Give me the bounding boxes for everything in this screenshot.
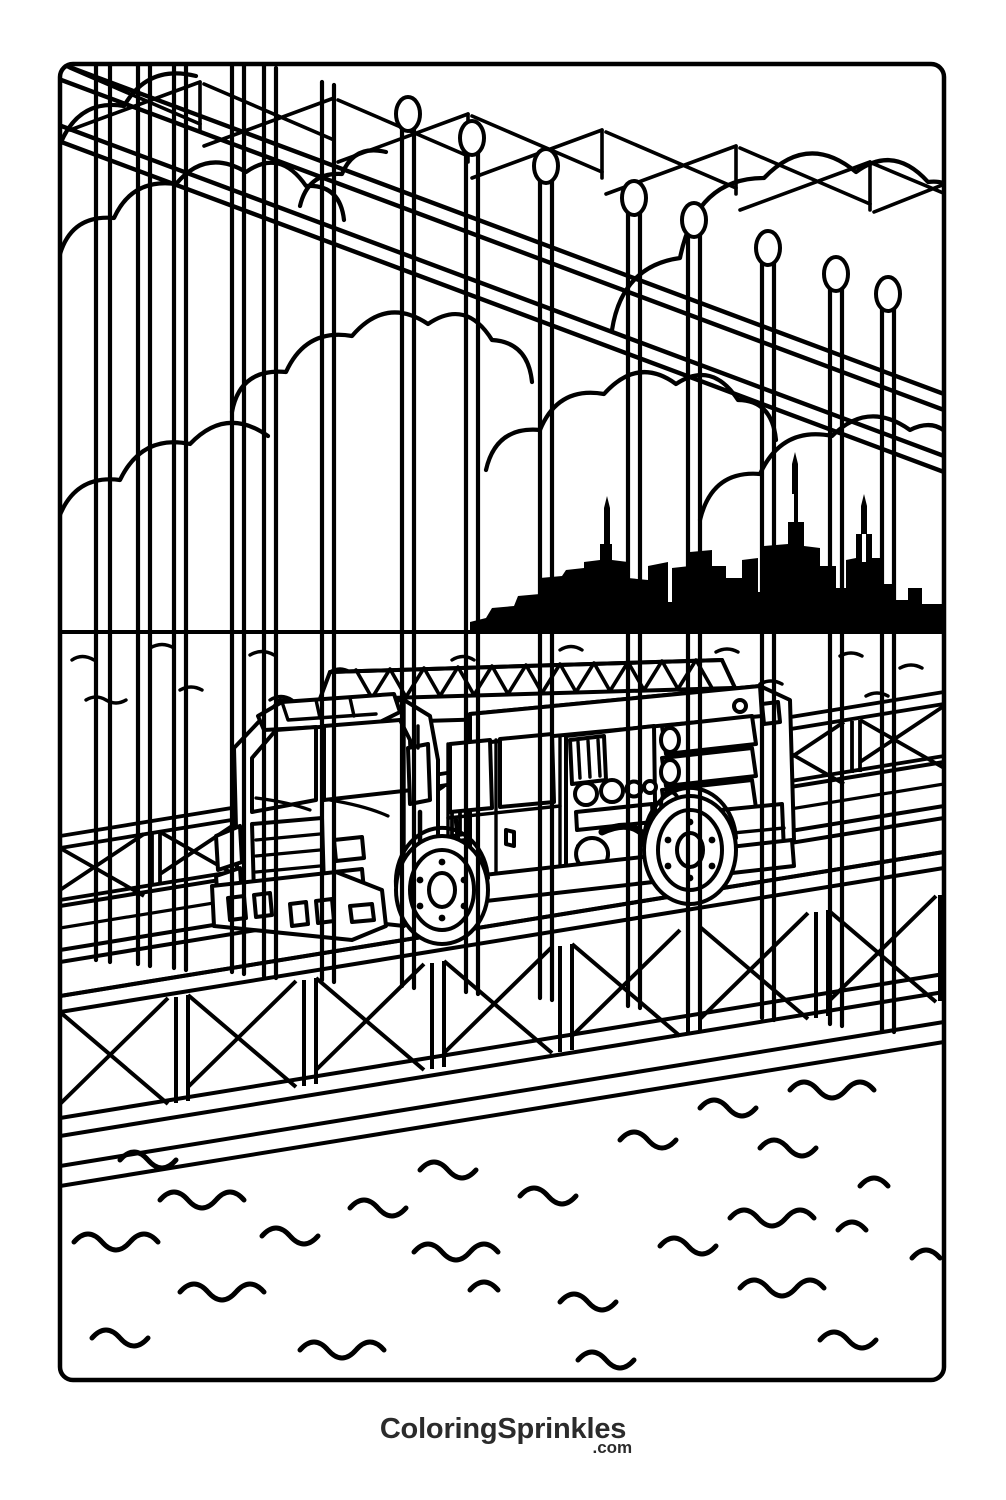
cable-collar bbox=[680, 201, 708, 239]
lower-truss-under-beam-2 bbox=[60, 1040, 944, 1188]
cable-collar-fittings bbox=[394, 95, 902, 313]
lower-truss-top-chord-2 bbox=[60, 866, 944, 1014]
cable-collar bbox=[532, 147, 560, 185]
cable-collar bbox=[620, 179, 648, 217]
water-wave bbox=[657, 1235, 719, 1257]
windshield-left bbox=[250, 725, 318, 814]
water-wave bbox=[617, 1129, 679, 1151]
cloud-outline bbox=[60, 160, 347, 265]
water-wave bbox=[417, 1159, 479, 1181]
cable-top-chord-2 bbox=[60, 75, 944, 419]
cable-collar bbox=[822, 255, 850, 293]
cable-top-chord bbox=[60, 64, 944, 403]
front-wheel bbox=[394, 834, 490, 946]
skyscraper-spire bbox=[861, 494, 867, 534]
water-wave bbox=[259, 1225, 321, 1247]
hose-roll-end bbox=[659, 726, 681, 754]
water-wave bbox=[89, 1327, 151, 1349]
lug-nut bbox=[416, 902, 424, 910]
water-wave bbox=[411, 1241, 501, 1263]
tower-antenna bbox=[604, 496, 610, 544]
cable-collar bbox=[754, 229, 782, 267]
brand-tld: .com bbox=[592, 1438, 633, 1457]
lug-nut bbox=[438, 858, 446, 866]
hose-bed bbox=[659, 714, 758, 820]
light-bar-divider bbox=[348, 696, 356, 718]
crew-window bbox=[498, 732, 556, 809]
equipment-slot-lines bbox=[576, 738, 602, 780]
water-wave bbox=[297, 1339, 387, 1361]
cable-collar bbox=[874, 275, 902, 313]
water-wave bbox=[835, 1219, 869, 1233]
wiper-blade bbox=[254, 796, 312, 812]
brand-wordmark: ColoringSprinkles .com bbox=[379, 1413, 632, 1457]
water-wave bbox=[909, 1247, 943, 1261]
light-bar-divider bbox=[314, 698, 322, 720]
cable-collar bbox=[458, 119, 486, 157]
water-wave bbox=[71, 1231, 161, 1253]
windshield-right bbox=[322, 718, 414, 802]
cable-bottom-chord bbox=[60, 121, 944, 465]
water-wave bbox=[157, 1189, 247, 1211]
vertical-suspender-cables bbox=[93, 64, 897, 1035]
illustration-area bbox=[57, 61, 947, 1383]
hose-roll-end bbox=[659, 758, 681, 786]
water-wave bbox=[757, 1137, 819, 1159]
lower-truss-bottom-chord bbox=[60, 972, 944, 1120]
footer: ColoringSprinkles .com bbox=[0, 1413, 1006, 1457]
bumper-tow-point bbox=[348, 902, 376, 924]
lug-nut bbox=[438, 914, 446, 922]
water-wave bbox=[575, 1349, 637, 1371]
side-marker-light bbox=[214, 824, 244, 872]
city-skyline-silhouette bbox=[470, 452, 944, 632]
coloring-illustration bbox=[57, 61, 947, 1383]
grille-slats bbox=[254, 832, 322, 874]
river-water bbox=[71, 1079, 943, 1371]
lower-truss-bottom-chord-2 bbox=[60, 990, 944, 1138]
water-wave bbox=[727, 1207, 817, 1229]
front-hub bbox=[427, 871, 457, 909]
cable-collar bbox=[394, 95, 422, 133]
brand-name: ColoringSprinkles bbox=[379, 1413, 627, 1445]
lug-nut bbox=[664, 836, 672, 844]
skyline-shape bbox=[470, 494, 944, 632]
gauge-small bbox=[642, 779, 658, 795]
water-wave bbox=[347, 1197, 409, 1219]
water-wave bbox=[467, 1279, 501, 1293]
beacon-light bbox=[760, 700, 782, 726]
water-wave bbox=[177, 1281, 267, 1303]
water-wave bbox=[517, 1185, 579, 1207]
lower-truss-under-beam bbox=[60, 1020, 944, 1168]
lug-nut bbox=[708, 862, 716, 870]
water-wave bbox=[557, 1291, 619, 1313]
lug-nut bbox=[708, 836, 716, 844]
light-bar-lens-line bbox=[280, 700, 378, 722]
gauge-large bbox=[599, 778, 625, 804]
water-wave bbox=[857, 1175, 891, 1189]
page-border bbox=[57, 61, 947, 1383]
front-wheel-arch bbox=[393, 825, 490, 888]
crew-window bbox=[448, 738, 494, 814]
bumper-light bbox=[288, 900, 310, 928]
cloud-outline bbox=[483, 370, 779, 473]
lower-truss-top-chord bbox=[60, 850, 944, 998]
water-wave bbox=[697, 1097, 759, 1119]
lug-nut bbox=[664, 862, 672, 870]
water-wave bbox=[787, 1079, 877, 1101]
cable-bottom-chord-2 bbox=[60, 137, 944, 481]
bumper-light bbox=[314, 897, 336, 925]
skyscraper-antenna bbox=[792, 452, 798, 494]
cloud-outline bbox=[60, 71, 199, 153]
mirror bbox=[406, 742, 432, 806]
lug-nut bbox=[416, 876, 424, 884]
gauge-large bbox=[573, 781, 599, 807]
water-wave bbox=[117, 1149, 179, 1171]
cloud-outline bbox=[609, 151, 944, 333]
scene-contents bbox=[60, 64, 944, 1371]
rear-lamp bbox=[732, 698, 748, 714]
water-wave bbox=[817, 1329, 879, 1351]
door-latch bbox=[504, 828, 516, 848]
water-wave bbox=[737, 1277, 827, 1299]
headlight bbox=[332, 835, 366, 863]
